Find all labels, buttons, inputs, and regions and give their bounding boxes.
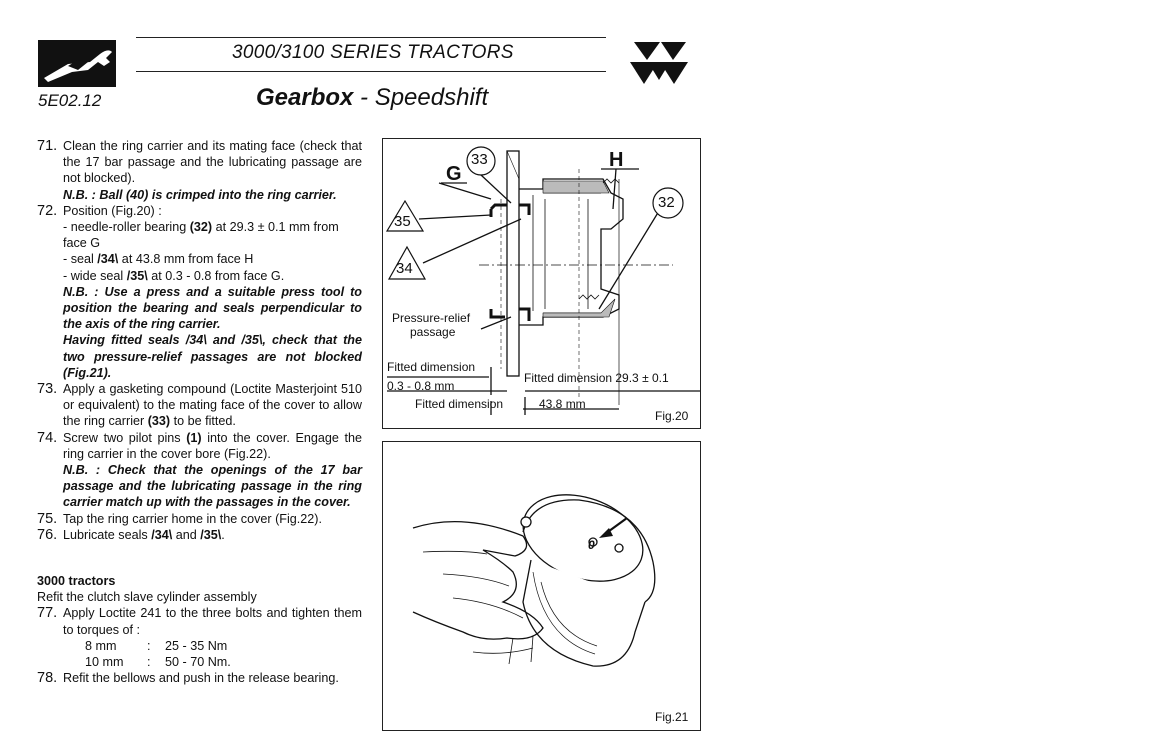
callout-33: 33: [471, 151, 488, 168]
figure-21-caption: Fig.21: [655, 710, 689, 724]
step-76: 76. Lubricate seals /34\ and /35\.: [37, 526, 225, 543]
step-72-seal: - seal /34\ at 43.8 mm from face H: [63, 252, 254, 267]
step-72-wide-seal: - wide seal /35\ at 0.3 - 0.8 from face …: [63, 268, 285, 283]
torque-row-10mm: 10 mm:50 - 70 Nm.: [85, 655, 231, 670]
callout-32: 32: [658, 194, 675, 211]
step-73: 73. Apply a gasketing compound (Loctite …: [37, 381, 362, 429]
callout-35: 35: [394, 213, 411, 230]
step-74: 74. Screw two pilot pins (1) into the co…: [37, 429, 362, 461]
fitted-dimension-1: Fitted dimension: [387, 360, 476, 374]
fitted-dimension-1-value: 0.3 - 0.8 mm: [387, 379, 455, 393]
figure-20: G H 33 32 35 34 Pressure-relief passage …: [382, 138, 701, 429]
series-title: 3000/3100 SERIES TRACTORS: [232, 42, 514, 63]
section-subheading: Refit the clutch slave cylinder assembly: [37, 590, 257, 605]
step-75: 75. Tap the ring carrier home in the cov…: [37, 510, 322, 527]
note-74: N.B. : Check that the openings of the 17…: [63, 463, 362, 510]
pressure-relief-label: Pressure-relief: [392, 311, 471, 325]
step-71: 71. Clean the ring carrier and its matin…: [37, 138, 362, 186]
mark-zero: 0: [588, 538, 595, 552]
fitted-dimension-3-value: 43.8 mm: [539, 397, 586, 411]
step-72-bearing: - needle-roller bearing (32) at 29.3 ± 0…: [63, 220, 339, 251]
step-78: 78. Refit the bellows and push in the re…: [37, 670, 339, 687]
note-72a: N.B. : Use a press and a suitable press …: [63, 284, 362, 332]
step-72: 72. Position (Fig.20) :: [37, 202, 162, 219]
figure-20-caption: Fig.20: [655, 409, 689, 423]
note-72b: Having fitted seals /34\ and /35\, check…: [63, 333, 362, 380]
figure-21: 0 Fig.21: [382, 441, 701, 731]
brand-logo-icon: [628, 40, 690, 88]
logo-wrench-icon: [38, 40, 116, 87]
section-heading: 3000 tractors: [37, 574, 116, 589]
label-h: H: [609, 149, 624, 171]
fitted-dimension-3: Fitted dimension: [415, 397, 504, 411]
passage-label: passage: [410, 325, 456, 339]
fitted-dimension-2: Fitted dimension 29.3 ± 0.1: [524, 371, 669, 385]
torque-row-8mm: 8 mm:25 - 35 Nm: [85, 638, 228, 653]
step-77: 77. Apply Loctite 241 to the three bolts…: [37, 605, 362, 637]
page-title: Gearbox - Speedshift: [256, 84, 489, 111]
label-g: G: [446, 163, 462, 185]
instructions: 71. Clean the ring carrier and its matin…: [37, 138, 362, 687]
note-71: N.B. : Ball (40) is crimped into the rin…: [63, 187, 337, 202]
page-code: 5E02.12: [38, 91, 102, 110]
callout-34: 34: [396, 260, 413, 277]
